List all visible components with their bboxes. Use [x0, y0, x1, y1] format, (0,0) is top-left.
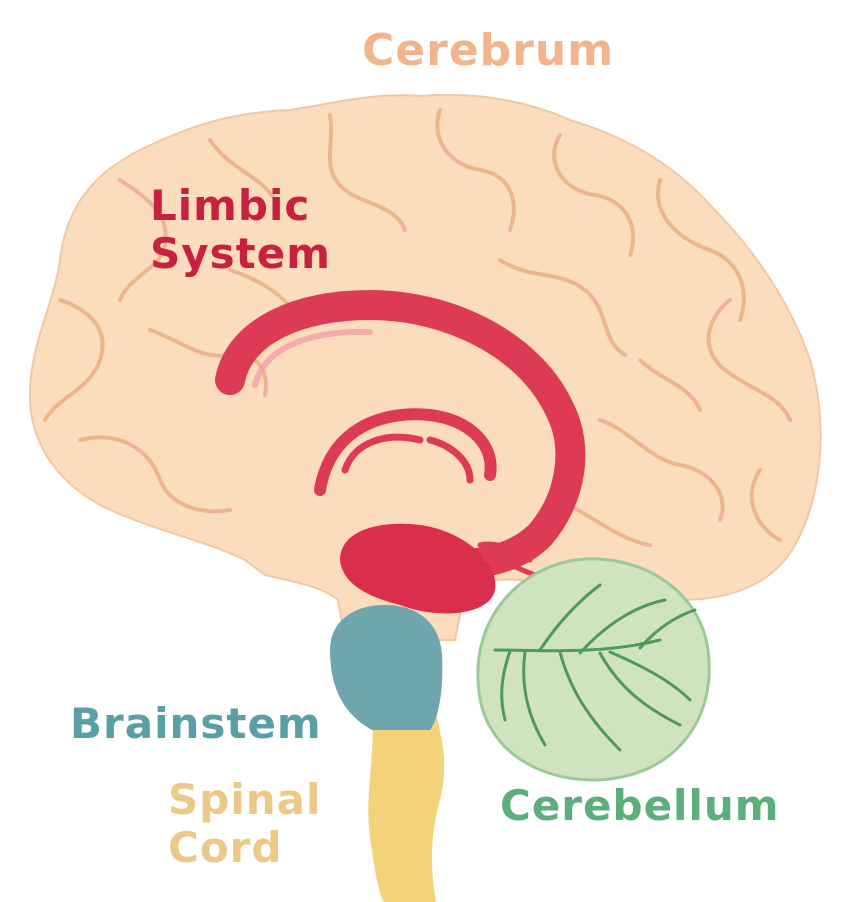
limbic-label-line2: System	[150, 229, 331, 279]
brainstem-label: Brainstem	[70, 699, 322, 748]
spinal-label-line2: Cord	[168, 823, 283, 873]
cerebrum-label: Cerebrum	[362, 25, 615, 76]
spinal-cord-label: Spinal Cord	[168, 775, 322, 873]
cerebellum-shape	[476, 557, 711, 782]
brainstem-shape	[330, 605, 443, 730]
limbic-system-shape	[215, 289, 586, 614]
cerebellum-label: Cerebellum	[500, 781, 780, 830]
spinal-label-line1: Spinal	[168, 775, 322, 824]
limbic-label-line1: Limbic	[150, 181, 311, 230]
limbic-system-label: Limbic System	[150, 181, 331, 279]
spinal-cord-shape	[368, 712, 445, 902]
